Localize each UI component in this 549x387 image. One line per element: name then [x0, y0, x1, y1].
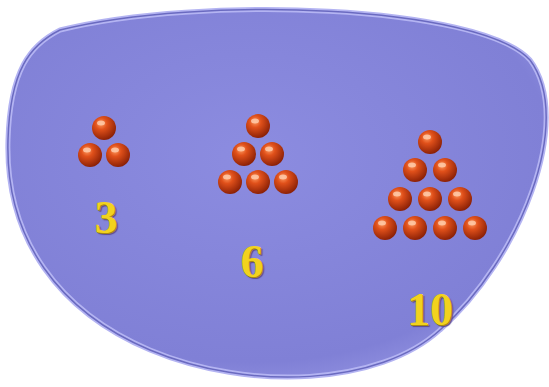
count-number: 3: [95, 195, 118, 241]
blob: [8, 10, 546, 377]
blob-edge: [8, 10, 546, 377]
count-number: 6: [241, 239, 264, 285]
count-number: 10: [407, 287, 453, 333]
